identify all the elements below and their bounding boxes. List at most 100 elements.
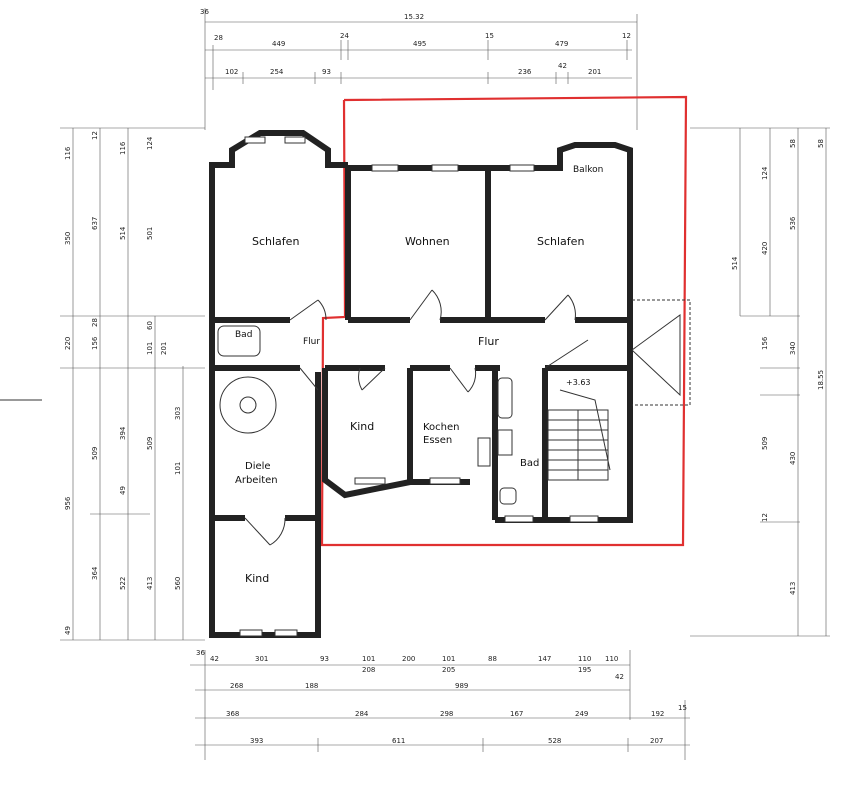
dim-left: 49 xyxy=(64,626,72,635)
dim-right: 509 xyxy=(761,437,769,450)
dim-left: 514 xyxy=(119,226,127,240)
room-label-kind-bottom: Kind xyxy=(245,572,269,585)
room-label-diele: Diele xyxy=(245,461,271,472)
dim-top: 102 xyxy=(225,68,238,76)
dim-left: 509 xyxy=(91,447,99,460)
dim-bottom: 200 xyxy=(402,655,415,663)
dim-bottom: 611 xyxy=(392,737,405,745)
dim-bottom: 15 xyxy=(678,704,687,712)
room-label-wohnen: Wohnen xyxy=(405,235,450,248)
dim-right: 430 xyxy=(789,452,797,465)
dim-bottom: 368 xyxy=(226,710,239,718)
dim-bottom: 188 xyxy=(305,682,318,690)
dim-right: 18.55 xyxy=(817,370,825,390)
dim-top: 201 xyxy=(588,68,601,76)
dim-bottom: 301 xyxy=(255,655,268,663)
room-label-balkon: Balkon xyxy=(573,165,603,175)
dim-left: 509 xyxy=(146,437,154,450)
dim-left: 501 xyxy=(146,227,154,240)
dim-left: 124 xyxy=(146,136,154,150)
dim-top: 24 xyxy=(340,32,349,40)
room-label-flur: Flur xyxy=(478,335,499,348)
dim-bottom: 88 xyxy=(488,655,497,663)
dim-left: 116 xyxy=(119,141,127,155)
annex xyxy=(631,299,691,406)
dim-bottom: 167 xyxy=(510,710,523,718)
dim-bottom: 42 xyxy=(210,655,219,663)
dim-right: 420 xyxy=(761,242,769,255)
dim-bottom: 36 xyxy=(196,649,205,657)
dim-bottom: 268 xyxy=(230,682,243,690)
dim-left: 101 xyxy=(146,342,154,355)
dim-left: 303 xyxy=(174,407,182,420)
dim-bottom: 93 xyxy=(320,655,329,663)
dim-left: 49 xyxy=(119,486,127,495)
dim-top: 479 xyxy=(555,40,568,48)
staircase xyxy=(219,376,611,481)
dim-bottom: 42 xyxy=(615,673,624,681)
dim-right: 413 xyxy=(789,582,797,595)
dim-left: 12 xyxy=(91,131,99,140)
room-label-schlafen-left: Schlafen xyxy=(252,235,299,248)
dim-left: 394 xyxy=(119,426,127,440)
dim-bottom: 207 xyxy=(650,737,663,745)
dim-bottom: 208 xyxy=(362,666,375,674)
room-label-bad-right: Bad xyxy=(520,458,539,469)
level-label: +3.63 xyxy=(566,378,591,387)
dim-left: 116 xyxy=(64,146,72,160)
dim-top: 15.32 xyxy=(404,13,424,21)
room-label-kind-mid: Kind xyxy=(350,420,374,433)
dim-right: 340 xyxy=(789,342,797,355)
dim-right: 58 xyxy=(789,139,797,148)
dim-right: 124 xyxy=(761,166,769,180)
dim-top: 236 xyxy=(518,68,532,76)
room-label-essen: Essen xyxy=(423,435,452,446)
dim-top: 449 xyxy=(272,40,285,48)
dim-left: 220 xyxy=(64,337,72,350)
dim-left: 522 xyxy=(119,577,127,590)
dim-top: 93 xyxy=(322,68,331,76)
dim-right: 12 xyxy=(761,513,769,522)
dim-top: 15 xyxy=(485,32,494,40)
dim-bottom: 110 xyxy=(605,655,618,663)
dim-bottom: 298 xyxy=(440,710,453,718)
dim-bottom: 147 xyxy=(538,655,551,663)
dim-bottom: 205 xyxy=(442,666,455,674)
dim-right: 536 xyxy=(789,216,797,230)
room-labels: Schlafen Wohnen Schlafen Balkon Bad Flur… xyxy=(235,165,603,585)
dim-left: 350 xyxy=(64,232,72,245)
dim-bottom: 101 xyxy=(362,655,375,663)
dim-top: 28 xyxy=(214,34,223,42)
dim-bottom: 284 xyxy=(355,710,369,718)
room-label-bad-left: Bad xyxy=(235,330,252,340)
dim-top: 254 xyxy=(270,68,284,76)
dim-right: 514 xyxy=(731,256,739,270)
bath-fixtures xyxy=(217,325,517,505)
room-label-kochen: Kochen xyxy=(423,422,460,433)
dim-left: 28 xyxy=(91,318,99,327)
dimension-lines xyxy=(0,8,830,760)
dim-bottom: 195 xyxy=(578,666,591,674)
dim-left: 364 xyxy=(91,566,99,580)
dimension-labels: 36 15.32 28 449 24 495 15 479 12 102 254… xyxy=(64,8,825,745)
dim-top: 42 xyxy=(558,62,567,70)
room-label-arbeiten: Arbeiten xyxy=(235,475,278,486)
dim-left: 413 xyxy=(146,577,154,590)
door-swings xyxy=(244,289,589,546)
dim-left: 560 xyxy=(174,577,182,590)
dim-top: 495 xyxy=(413,40,426,48)
dim-left: 101 xyxy=(174,462,182,475)
dim-right: 156 xyxy=(761,336,769,350)
dim-right: 58 xyxy=(817,139,825,148)
dim-left: 60 xyxy=(146,321,154,330)
dim-top: 36 xyxy=(200,8,209,16)
dim-bottom: 393 xyxy=(250,737,263,745)
dim-bottom: 989 xyxy=(455,682,468,690)
dim-bottom: 110 xyxy=(578,655,591,663)
dim-top: 12 xyxy=(622,32,631,40)
dim-bottom: 101 xyxy=(442,655,455,663)
dim-left: 956 xyxy=(64,496,72,510)
dim-bottom: 192 xyxy=(651,710,664,718)
dim-left: 201 xyxy=(160,342,168,355)
